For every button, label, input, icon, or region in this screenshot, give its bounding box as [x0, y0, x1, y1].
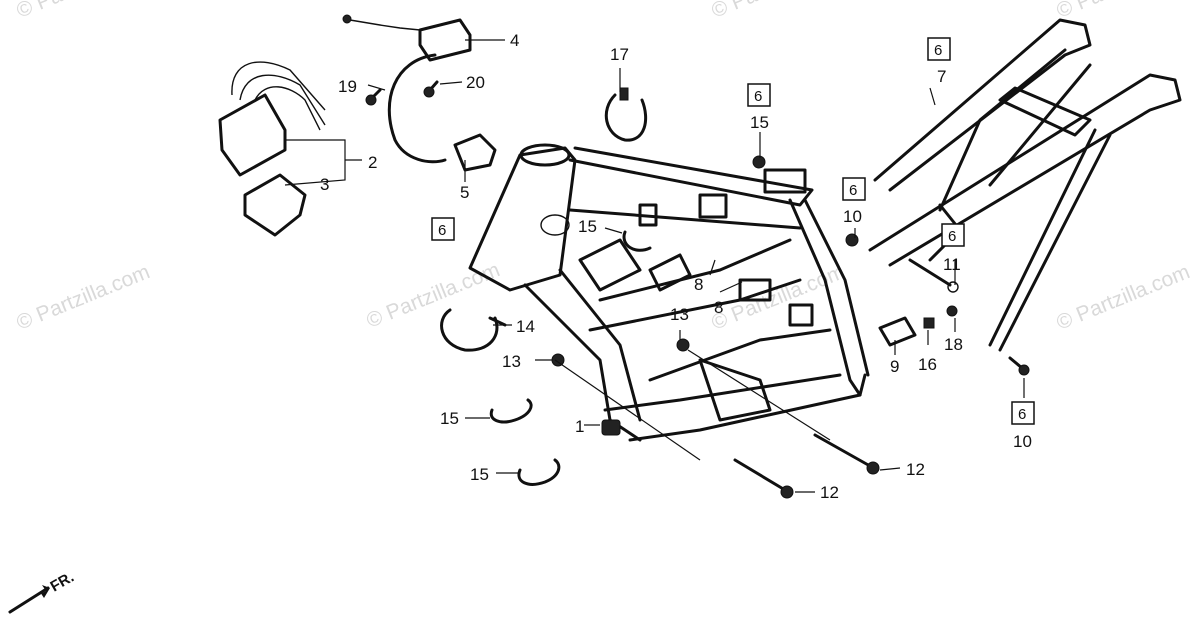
boxed-ref-6: 6 [747, 83, 771, 107]
watermark-text: © Partzilla.com [1053, 0, 1193, 23]
callout-15: 15 [440, 409, 459, 428]
callout-20: 19 [338, 77, 357, 96]
cdi-unit [218, 61, 326, 177]
callout-2: 2 [368, 153, 377, 172]
bushing-1 [601, 419, 621, 436]
callout-9: 9 [890, 357, 899, 376]
clamp-14 [440, 308, 507, 352]
callout-16: 15 [750, 113, 769, 132]
callout-7: 7 [937, 67, 946, 86]
callout-10: 10 [1013, 432, 1032, 451]
watermark-text: © Partzilla.com [363, 258, 503, 332]
boxed-ref-label: 6 [934, 42, 942, 59]
boxed-ref-6: 6 [431, 217, 455, 241]
spark-plug-cap [453, 133, 497, 172]
leader-lines [284, 39, 1025, 493]
boxed-ref-6: 6 [927, 37, 951, 61]
callout-5: 5 [460, 183, 469, 202]
callout-20: 20 [466, 73, 485, 92]
rectifier [243, 173, 307, 237]
main-frame [468, 143, 870, 442]
callout-11: 11 [943, 255, 961, 274]
front-label: FR. [48, 569, 77, 596]
clamp-18 [604, 87, 648, 142]
boxed-ref-6: 6 [941, 223, 965, 247]
boxed-ref-6: 6 [1011, 401, 1035, 425]
bolts-20 [365, 80, 439, 106]
bolt-11 [908, 258, 959, 293]
boxed-ref-label: 6 [849, 182, 857, 199]
callout-14: 14 [516, 317, 535, 336]
bolts-10 [845, 233, 1030, 376]
front-arrow-shaft [8, 586, 50, 614]
watermark-text: © Partzilla.com [1053, 260, 1193, 334]
callouts: 1 2 3 4 5 7 8 8 9 10 10 11 12 12 13 13 1… [320, 31, 1032, 502]
nuts-13 [551, 338, 690, 367]
callout-17: 16 [918, 355, 937, 374]
watermark-text: © Partzilla.com [13, 0, 153, 23]
boxed-refs: 6 6 6 6 6 6 [431, 37, 1035, 425]
callout-10: 10 [843, 207, 862, 226]
callout-8: 8 [694, 275, 703, 294]
callout-15: 15 [578, 217, 597, 236]
callout-3: 3 [320, 175, 329, 194]
boxed-ref-label: 6 [948, 228, 956, 245]
bolts-12 [733, 433, 880, 499]
watermark-text: © Partzilla.com [708, 0, 848, 23]
callout-1: 1 [575, 417, 584, 436]
front-direction-indicator: FR. [8, 569, 77, 614]
watermark-text: © Partzilla.com [708, 260, 848, 334]
callout-4: 4 [510, 31, 519, 50]
boxed-ref-6: 6 [842, 177, 866, 201]
bracket-9-17-19 [878, 305, 958, 347]
ignition-coil [342, 14, 472, 164]
callout-18: 17 [610, 45, 629, 64]
callout-8: 8 [714, 298, 723, 317]
callout-13: 13 [670, 305, 689, 324]
callout-19: 18 [944, 335, 963, 354]
clamps-15 [489, 230, 652, 486]
boxed-ref-label: 6 [1018, 406, 1026, 423]
nut-16 [752, 155, 766, 169]
callout-15: 15 [470, 465, 489, 484]
callout-12: 12 [820, 483, 839, 502]
callout-12: 12 [906, 460, 925, 479]
boxed-ref-label: 6 [438, 222, 446, 239]
callout-13: 13 [502, 352, 521, 371]
boxed-ref-label: 6 [754, 88, 762, 105]
watermark-text: © Partzilla.com [13, 260, 153, 334]
rear-subframe [868, 18, 1182, 352]
